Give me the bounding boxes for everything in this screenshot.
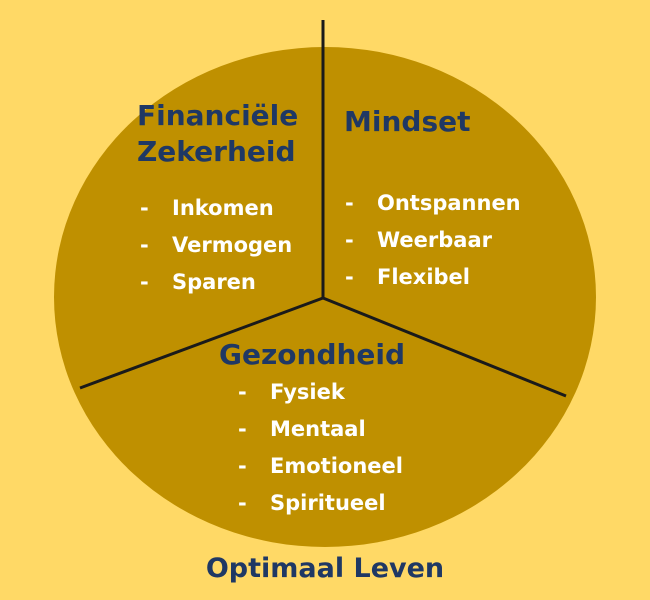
diagram-caption: Optimaal Leven (205, 553, 445, 584)
list-item: -Mentaal (238, 411, 403, 448)
list-item: -Weerbaar (345, 222, 521, 259)
bullet-dash: - (345, 191, 354, 215)
item-label: Emotioneel (270, 454, 403, 478)
item-label: Sparen (172, 270, 256, 294)
bullet-dash: - (238, 417, 247, 441)
health-items: -Fysiek -Mentaal -Emotioneel -Spiritueel (238, 374, 403, 522)
financial-title-line2: Zekerheid (137, 135, 296, 168)
list-item: -Spiritueel (238, 485, 403, 522)
item-label: Flexibel (377, 265, 471, 289)
item-label: Fysiek (270, 380, 345, 404)
financial-items: -Inkomen -Vermogen -Sparen (140, 190, 292, 301)
bullet-dash: - (238, 491, 247, 515)
list-item: -Inkomen (140, 190, 292, 227)
bullet-dash: - (140, 270, 149, 294)
list-item: -Ontspannen (345, 185, 521, 222)
health-title: Gezondheid (219, 338, 406, 371)
bullet-dash: - (345, 228, 354, 252)
bullet-dash: - (345, 265, 354, 289)
item-label: Inkomen (172, 196, 274, 220)
item-label: Spiritueel (270, 491, 386, 515)
item-label: Mentaal (270, 417, 366, 441)
list-item: -Fysiek (238, 374, 403, 411)
item-label: Weerbaar (377, 228, 492, 252)
bullet-dash: - (140, 196, 149, 220)
bullet-dash: - (238, 380, 247, 404)
wheel-circle (54, 47, 596, 547)
divider-right (322, 296, 567, 398)
bullet-dash: - (140, 233, 149, 257)
mindset-title: Mindset (344, 105, 471, 138)
divider-left (79, 296, 324, 390)
list-item: -Vermogen (140, 227, 292, 264)
list-item: -Flexibel (345, 259, 521, 296)
mindset-items: -Ontspannen -Weerbaar -Flexibel (345, 185, 521, 296)
item-label: Vermogen (172, 233, 293, 257)
list-item: -Emotioneel (238, 448, 403, 485)
financial-title-line1: Financiële (137, 99, 299, 132)
financial-title: Financiële Zekerheid (137, 98, 298, 170)
item-label: Ontspannen (377, 191, 521, 215)
bullet-dash: - (238, 454, 247, 478)
list-item: -Sparen (140, 264, 292, 301)
